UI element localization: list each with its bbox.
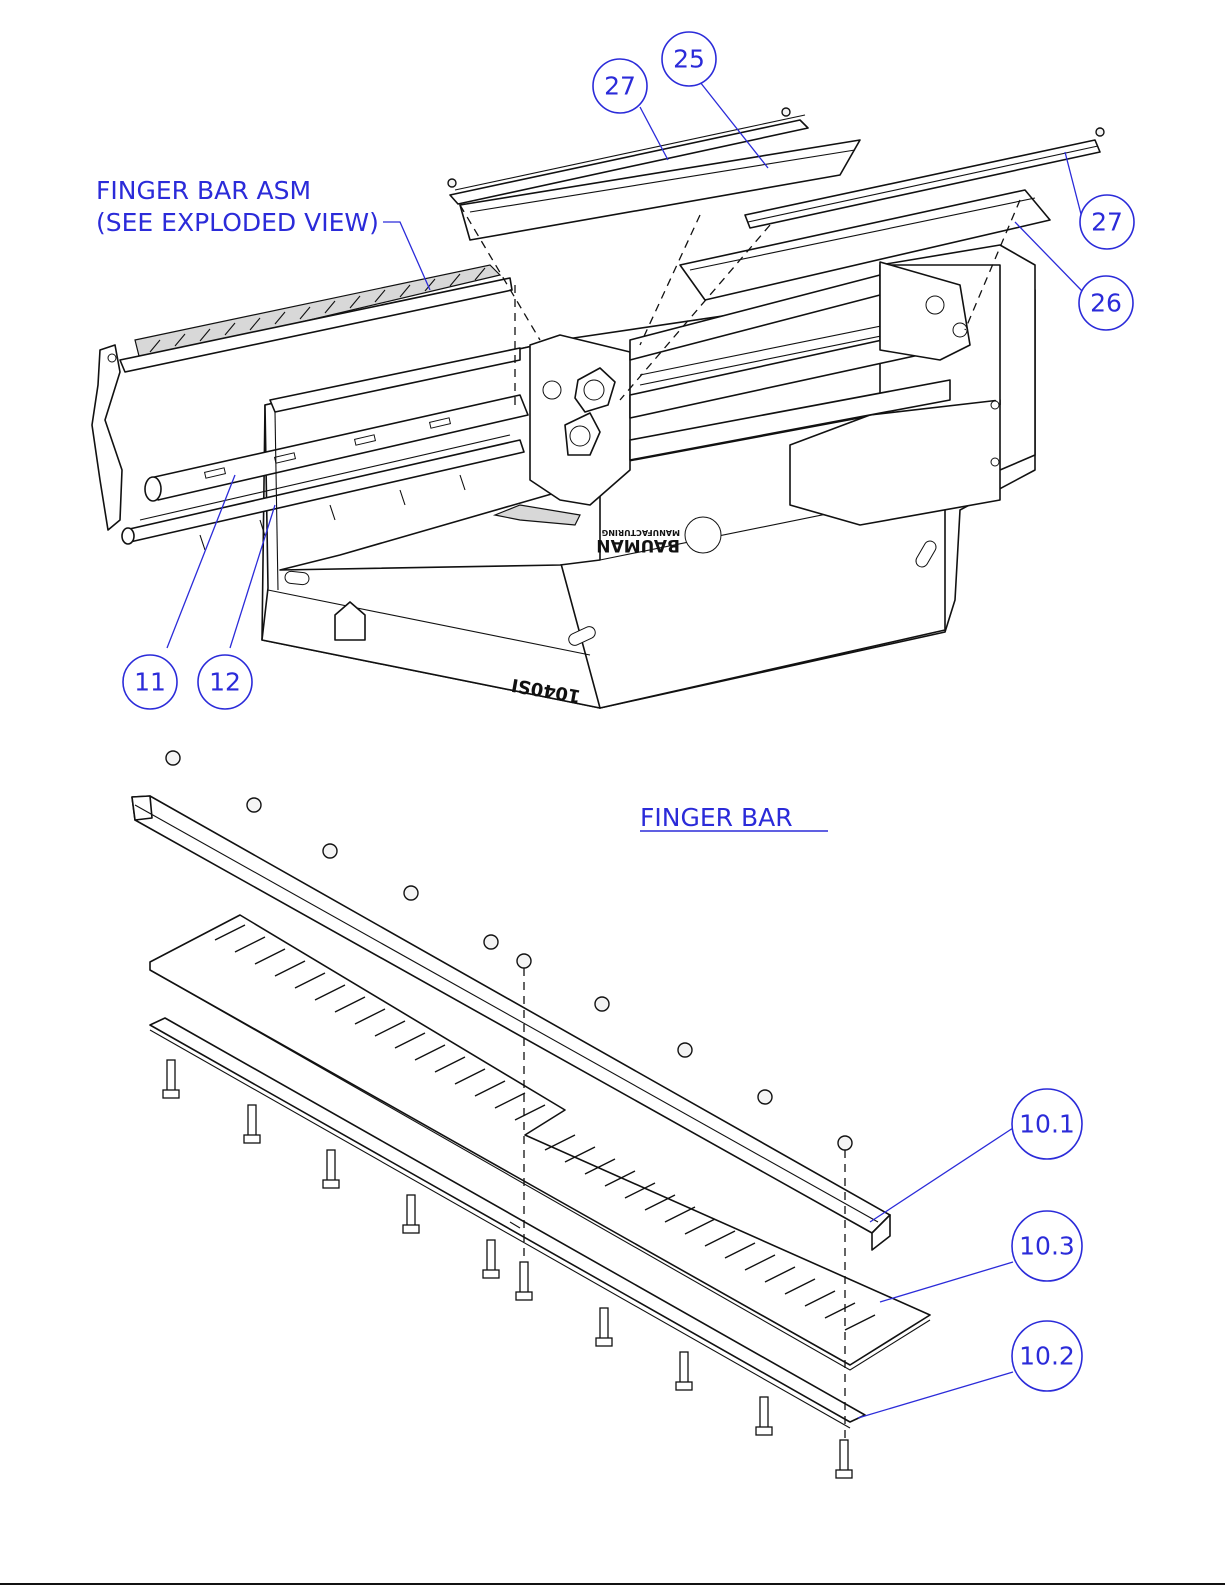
brand-sub-text: MANUFACTURING bbox=[602, 528, 680, 537]
svg-text:10.2: 10.2 bbox=[1019, 1342, 1075, 1371]
svg-text:12: 12 bbox=[209, 668, 241, 697]
balloon-25: 25 bbox=[662, 32, 716, 86]
finger-bar-asm-note-line2: (SEE EXPLODED VIEW) bbox=[96, 208, 379, 237]
finger-plate-10-3 bbox=[150, 915, 930, 1370]
svg-text:27: 27 bbox=[1091, 208, 1123, 237]
balloon-10-3: 10.3 bbox=[1012, 1211, 1082, 1281]
finger-bar-asm-note-line1: FINGER BAR ASM bbox=[96, 176, 311, 205]
svg-text:10.3: 10.3 bbox=[1019, 1232, 1075, 1261]
leader-10-3 bbox=[880, 1262, 1013, 1302]
svg-text:10.1: 10.1 bbox=[1019, 1110, 1075, 1139]
svg-text:27: 27 bbox=[604, 72, 636, 101]
balloon-10-1: 10.1 bbox=[1012, 1089, 1082, 1159]
leader-10-2 bbox=[858, 1372, 1013, 1418]
leader-10-1 bbox=[870, 1128, 1013, 1222]
balloon-12: 12 bbox=[198, 655, 252, 709]
balloon-10-2: 10.2 bbox=[1012, 1321, 1082, 1391]
balloon-26: 26 bbox=[1079, 276, 1133, 330]
finger-bar-exploded bbox=[132, 751, 1013, 1478]
detail-title: FINGER BAR bbox=[640, 803, 793, 832]
svg-text:25: 25 bbox=[673, 45, 705, 74]
brand-text: BAUMAN bbox=[596, 535, 680, 555]
balloon-11: 11 bbox=[123, 655, 177, 709]
balloon-27-left: 27 bbox=[593, 59, 647, 113]
balloon-27-right: 27 bbox=[1080, 195, 1134, 249]
svg-text:26: 26 bbox=[1090, 289, 1122, 318]
svg-text:11: 11 bbox=[134, 668, 166, 697]
